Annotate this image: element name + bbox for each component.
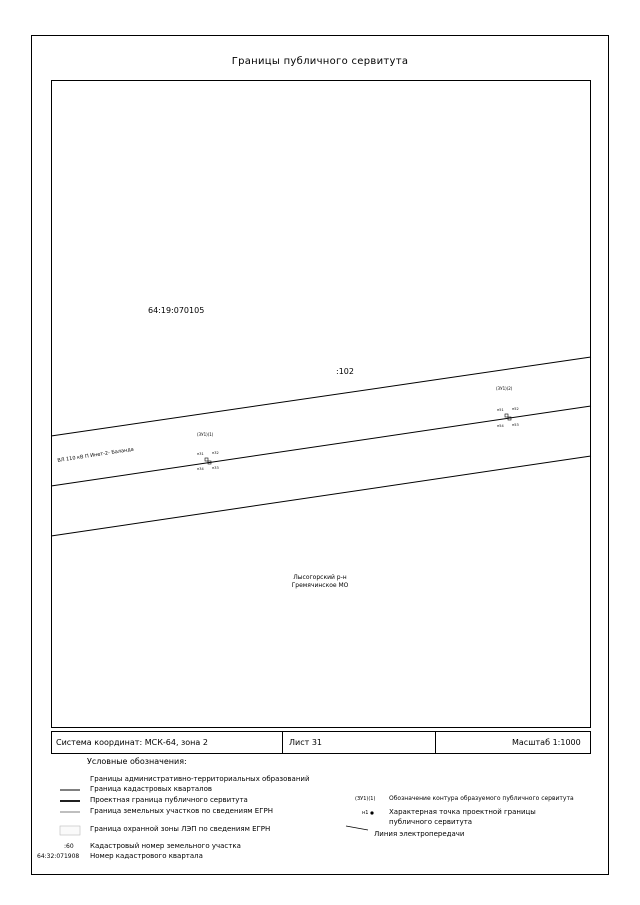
power-line [50, 405, 592, 487]
map-frame [51, 80, 591, 728]
legend-symbol-parcel: :60 [64, 843, 74, 850]
point-label: н32 [212, 451, 219, 455]
point-label: н54 [497, 424, 504, 428]
point-label: н53 [512, 423, 519, 427]
point-label: н52 [512, 407, 519, 411]
region-label-2: Гремячинское МО [291, 582, 349, 589]
title-block-divider [282, 732, 283, 753]
left-servitude-contour [204, 457, 212, 465]
right-servitude-contour [504, 413, 512, 421]
coordinate-system: Система координат: МСК-64, зона 2 [56, 738, 208, 747]
legend-item-right: Характерная точка проектной границы [389, 808, 536, 816]
scale: Масштаб 1:1000 [512, 738, 581, 747]
drawing-sheet [31, 35, 609, 875]
legend-item: Граница земельных участков по сведениям … [90, 807, 273, 815]
legend-item: Границы административно-территориальных … [90, 775, 310, 783]
title-block-divider [435, 732, 436, 753]
legend-line-power [345, 825, 369, 831]
quarter-label: 64:19:070105 [148, 306, 205, 315]
contour-label-right: (ЗУ1)(2) [496, 386, 513, 391]
sheet-number: Лист 31 [289, 738, 322, 747]
point-label: н34 [197, 467, 204, 471]
legend-item-right: публичного сервитута [389, 818, 473, 826]
point-label: н33 [212, 466, 219, 470]
legend-item: Номер кадастрового квартала [90, 852, 203, 860]
parcel-label: :102 [336, 367, 354, 376]
title-block: Система координат: МСК-64, зона 2 Лист 3… [51, 731, 591, 754]
legend-point-symbol [370, 811, 374, 815]
legend-item: Граница кадастровых кварталов [90, 785, 213, 793]
upper-zone-boundary [50, 356, 592, 437]
point-label: н31 [197, 452, 204, 456]
legend-symbol-contour: (ЗУ1)(1) [355, 796, 376, 802]
region-label-1: Лысогорский р-н [293, 574, 347, 581]
point-label: н51 [497, 408, 504, 412]
legend-item: Кадастровый номер земельного участка [90, 842, 241, 850]
legend-item-right: Обозначение контура образуемого публично… [389, 795, 574, 802]
contour-label-left: (ЗУ1)(1) [197, 432, 214, 437]
legend-item: Проектная граница публичного сервитута [90, 796, 248, 804]
lower-zone-boundary [50, 455, 592, 537]
legend-box-zone [59, 825, 81, 836]
legend-item-right: Линия электропередачи [374, 830, 465, 838]
legend-title: Условные обозначения: [87, 757, 187, 766]
legend-symbol-point-label: н1 [362, 810, 369, 816]
legend-item: Граница охранной зоны ЛЭП по сведениям Е… [90, 825, 271, 833]
legend-symbol-quarter: 64:32:071908 [37, 853, 80, 860]
drawing-title: Границы публичного сервитута [231, 56, 409, 67]
